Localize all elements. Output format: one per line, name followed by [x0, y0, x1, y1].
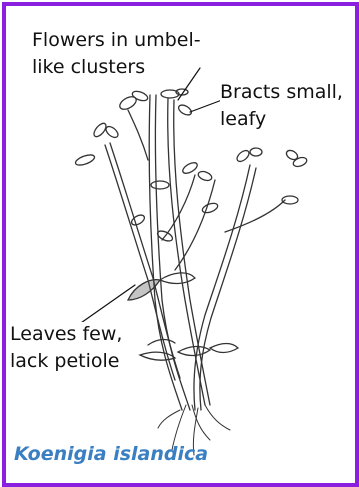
label-bracts-line2: leafy — [220, 107, 266, 131]
label-flowers-line2: like clusters — [32, 55, 145, 79]
label-leaves-line2: lack petiole — [10, 349, 119, 373]
label-leaves-line1: Leaves few, — [10, 322, 122, 346]
label-bracts-line1: Bracts small, — [220, 80, 343, 104]
label-flowers-line1: Flowers in umbel- — [32, 28, 201, 52]
species-name: Koenigia islandica — [14, 443, 208, 465]
flower-cluster-right — [235, 148, 308, 204]
flower-cluster-left — [74, 121, 120, 167]
